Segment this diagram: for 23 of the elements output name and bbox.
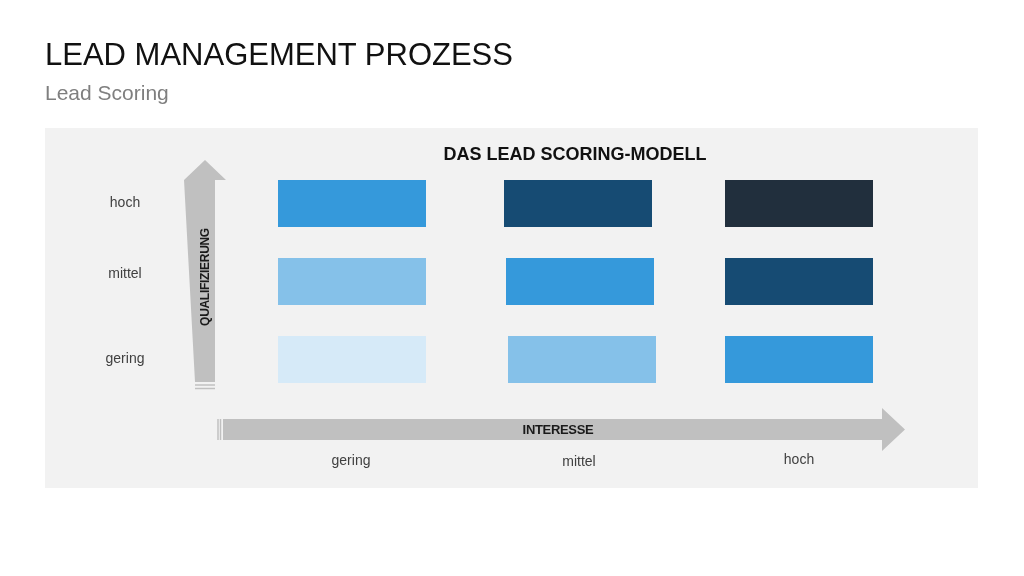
score-tile (508, 336, 656, 383)
axis-value: mittel (107, 264, 143, 283)
score-tile (278, 258, 426, 305)
up-axis-arrow (184, 160, 226, 390)
right-axis-arrow (217, 408, 905, 451)
score-tile (278, 336, 426, 383)
page-title: LEAD MANAGEMENT PROZESS (45, 36, 513, 74)
score-tile (725, 336, 873, 383)
score-tile (725, 258, 873, 305)
score-tile (504, 180, 652, 227)
score-tile (506, 258, 654, 305)
axis-value: hoch (782, 450, 816, 469)
axis-value: gering (330, 451, 372, 470)
axis-title: QUALIFIZIERUNG (198, 228, 212, 326)
chart-heading: DAS LEAD SCORING-MODELL (442, 143, 708, 166)
axis-value: gering (104, 349, 146, 368)
score-tile (725, 180, 873, 227)
axis-value: hoch (108, 193, 142, 212)
score-tile (278, 180, 426, 227)
chart-panel (45, 128, 978, 488)
subtitle: Lead Scoring (45, 80, 169, 106)
axis-value: mittel (561, 452, 597, 471)
axis-title: INTERESSE (522, 421, 594, 438)
